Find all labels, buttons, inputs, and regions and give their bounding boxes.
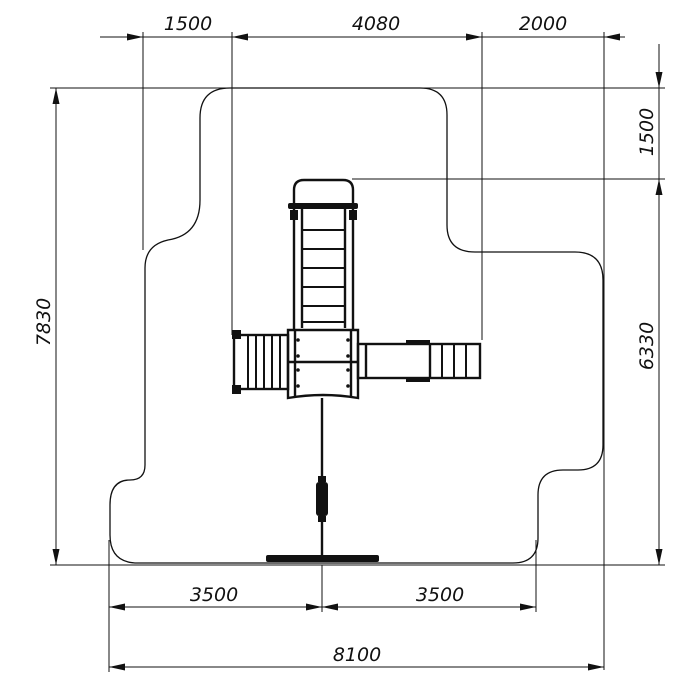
extension-lines	[50, 32, 665, 672]
dim-top-left: 1500	[164, 13, 212, 35]
dim-line-bottom-halves	[109, 603, 536, 611]
dim-bottom-left: 3500	[190, 584, 238, 606]
dim-line-right	[655, 44, 663, 565]
play-equipment	[232, 178, 482, 562]
climbing-ladder	[288, 178, 358, 330]
dim-bottom-total: 8100	[333, 644, 381, 666]
dim-top-middle: 4080	[352, 13, 400, 35]
dim-bottom-right: 3500	[416, 584, 464, 606]
dim-left-total: 7830	[33, 298, 55, 346]
dim-right-lower: 6330	[636, 322, 658, 370]
left-stairs	[232, 330, 290, 394]
dim-line-left	[52, 88, 60, 565]
dim-top-right: 2000	[519, 13, 567, 35]
safety-zone-outline	[109, 87, 604, 564]
dim-right-upper: 1500	[636, 108, 658, 156]
right-slide	[356, 340, 482, 382]
dim-line-top	[100, 33, 625, 41]
dim-line-bottom-total	[109, 663, 604, 671]
central-platform	[286, 328, 360, 400]
pole-element	[266, 398, 379, 562]
